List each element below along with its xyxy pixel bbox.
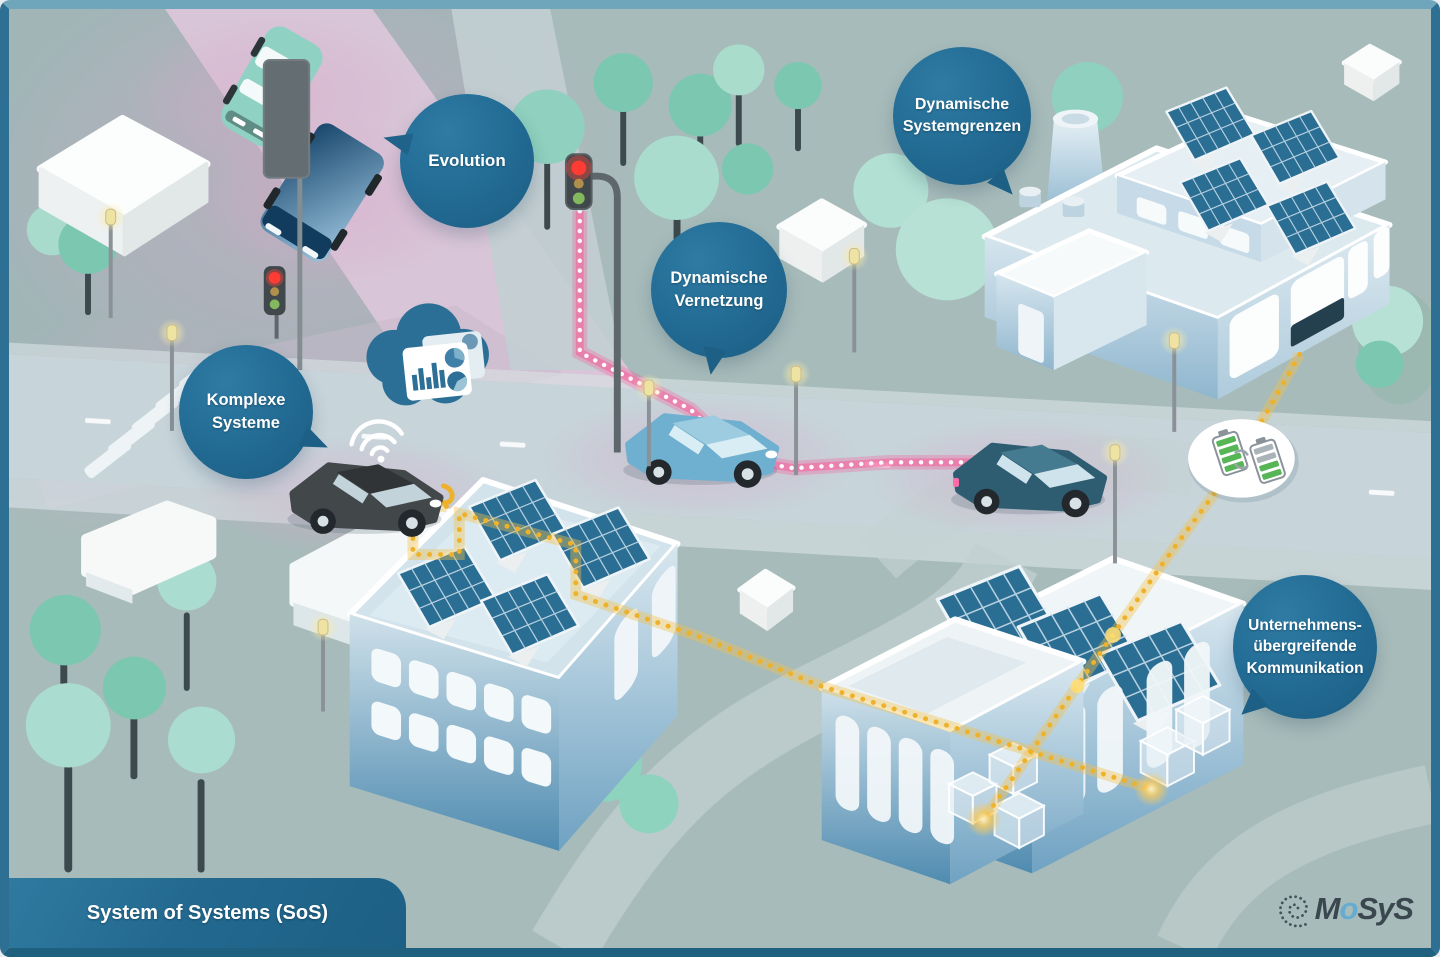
street-lamp-icon [308,612,338,712]
street-lamp-icon [781,359,811,476]
traffic-light-main [564,153,621,453]
logo-text-sys: SyS [1357,891,1414,926]
white-cube-building-1 [36,114,211,257]
street-lamp-icon [839,241,870,353]
warehouse-left-doors [835,715,955,845]
page-title: System of Systems (SoS) [86,901,329,924]
bubble-line: Vernetzung [674,292,764,310]
car-black [287,462,444,537]
street-lamp-icon [1159,325,1190,432]
car-dark [951,442,1108,518]
logo-text-m: M [1314,891,1341,926]
bubble-komplexe-systeme: Komplexe Systeme [179,345,313,479]
white-cube-3 [1341,43,1402,102]
bubble-line: Systeme [212,414,280,432]
office-windows [371,648,552,787]
van [260,123,384,262]
traffic-light-small [263,266,286,339]
factory-building [981,86,1393,400]
bubble-line: Unternehmens- [1248,616,1362,634]
cloud-dashboard-icon [366,303,489,406]
dotted-spiral-icon [1278,895,1310,928]
office-side-windows [614,565,676,701]
bubble-dynamische-systemgrenzen: Dynamische Systemgrenzen [893,47,1031,185]
bubble-unternehmens-kommunikation: Unternehmens- übergreifende Kommunikatio… [1233,575,1377,719]
logo-text-o: o [1339,891,1358,926]
bubble-line: Evolution [428,151,506,171]
bubble-line: Dynamische [914,95,1010,113]
street-lamp-icon [95,202,126,319]
factory-annex [994,228,1150,371]
chimney-vents [1019,186,1085,218]
street-lamp-icon [1100,437,1130,564]
street-lamp-icon [157,318,187,431]
bubble-line: übergreifende [1253,638,1357,656]
scene-illustration [9,9,1431,948]
white-cube-4 [737,568,796,632]
factory-garage-doors [1229,227,1390,379]
bubble-line: Komplexe [206,391,286,410]
bubble-evolution: Evolution [400,94,534,228]
wifi-signal-icon [349,419,405,463]
street-lamps [95,202,1190,712]
bubble-line: Kommunikation [1246,659,1364,677]
title-banner: System of Systems (SoS) [9,878,406,948]
energy-line-factory-to-warehouse [965,351,1305,838]
bubble-line: Dynamische [670,269,768,288]
car-blue [623,413,780,488]
battery-swap-icon [1188,419,1299,503]
street-lamp-icon [634,373,664,467]
street-sign [262,59,311,371]
bubble-dynamische-vernetzung: Dynamische Vernetzung [651,222,787,358]
bubble-line: Systemgrenzen [902,118,1022,135]
white-slab-building [81,500,217,604]
